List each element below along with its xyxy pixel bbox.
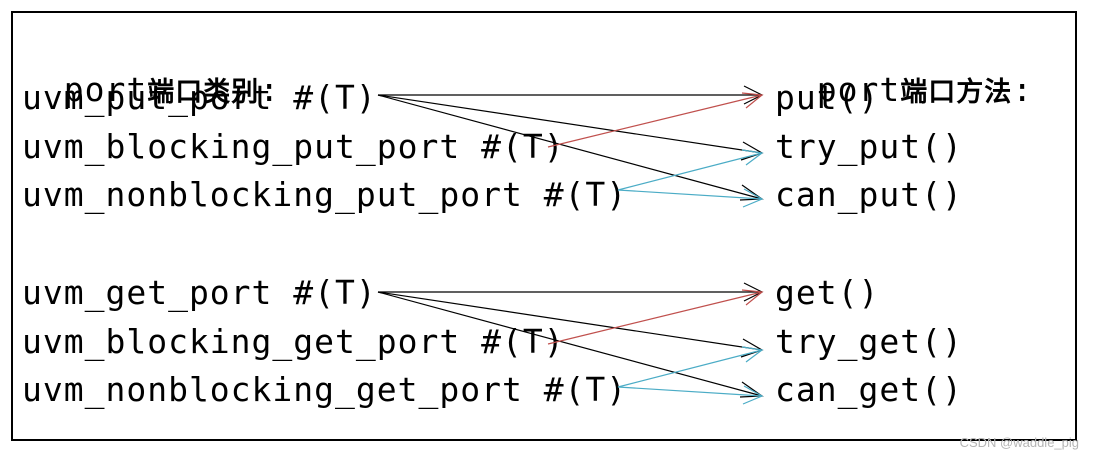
method-try-get: try_get()	[775, 322, 963, 361]
method-try-put: try_put()	[775, 127, 963, 166]
port-uvm-put-port: uvm_put_port #(T)	[22, 78, 377, 117]
port-methods-header-label: 端口方法	[900, 77, 1013, 108]
port-types-header-label: 端口类别	[147, 77, 260, 108]
port-uvm-blocking-get-port: uvm_blocking_get_port #(T)	[22, 322, 565, 361]
port-methods-header-prefix: port	[816, 70, 901, 109]
port-types-header-prefix: port	[63, 70, 148, 109]
method-can-get: can_get()	[775, 370, 963, 409]
port-uvm-nonblocking-put-port: uvm_nonblocking_put_port #(T)	[22, 175, 628, 214]
port-methods-header: port端口方法:	[775, 30, 1033, 113]
port-uvm-blocking-put-port: uvm_blocking_put_port #(T)	[22, 127, 565, 166]
port-uvm-get-port: uvm_get_port #(T)	[22, 273, 377, 312]
port-methods-header-colon: :	[1012, 70, 1034, 109]
method-can-put: can_put()	[775, 175, 963, 214]
method-get: get()	[775, 273, 880, 312]
watermark-text: CSDN @waddle_pig	[959, 435, 1079, 450]
port-uvm-nonblocking-get-port: uvm_nonblocking_get_port #(T)	[22, 370, 628, 409]
port-types-header: port端口类别:	[22, 30, 280, 113]
port-types-header-colon: :	[259, 70, 281, 109]
method-put: put()	[775, 78, 880, 117]
